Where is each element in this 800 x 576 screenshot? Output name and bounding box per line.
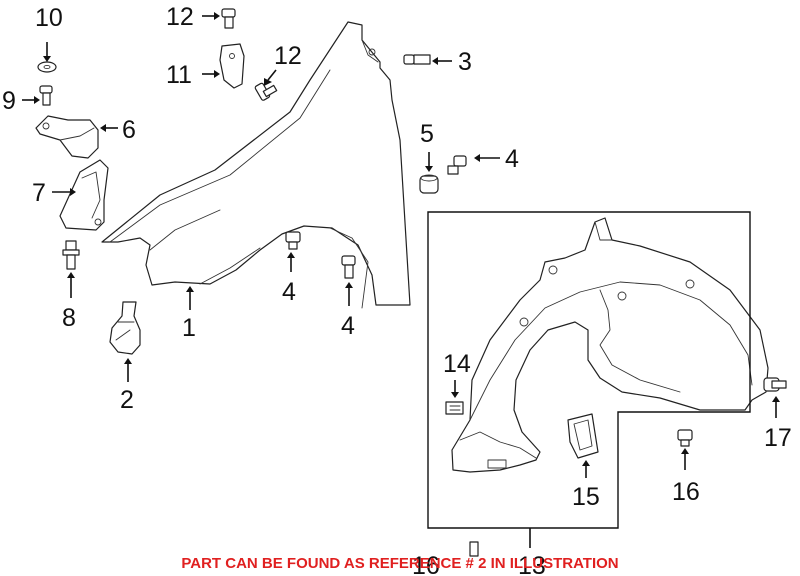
callout-16-bottom: 16 [412,552,440,576]
leader-lines [22,12,780,548]
callout-4-right: 4 [505,145,519,173]
callout-6: 6 [122,116,136,144]
callout-2: 2 [120,386,134,414]
wheelhouse-liner-part[interactable] [451,217,769,473]
bolt-part-16-bottom[interactable] [469,541,479,557]
small-bracket-part[interactable] [219,43,245,89]
callout-15: 15 [572,483,600,511]
callout-16-right: 16 [672,478,700,506]
clip-nut-part[interactable] [445,401,464,415]
callout-11: 11 [166,61,192,89]
reference-note: PART CAN BE FOUND AS REFERENCE # 2 IN IL… [181,555,618,572]
bolt-part-9[interactable] [39,85,53,106]
bolt-part-4-lower[interactable] [341,255,356,279]
bolt-part-12-side[interactable] [254,82,278,101]
callout-14: 14 [443,350,471,378]
upper-bracket-part[interactable] [35,115,99,159]
callout-12-top: 12 [166,3,194,31]
fender-part[interactable] [101,21,411,309]
callout-8: 8 [62,304,76,332]
callout-13: 13 [518,552,546,576]
callout-labels: 10 9 6 7 8 2 1 12 11 12 3 5 4 4 4 14 15 … [2,3,792,576]
callout-9: 9 [2,87,16,115]
bolt-part-3[interactable] [403,54,431,65]
bolt-part-16-right[interactable] [677,429,693,447]
liner-group-box [427,211,751,529]
bolt-part-4-right[interactable] [447,155,467,175]
callout-12-side: 12 [274,42,302,70]
bolt-part-12-top[interactable] [221,8,236,29]
callout-7: 7 [32,179,46,207]
callout-17: 17 [764,424,792,452]
stud-part[interactable] [62,240,80,270]
callout-4-mid: 4 [282,278,296,306]
spacer-part[interactable] [419,174,439,194]
lower-bracket-part[interactable] [59,159,109,231]
callout-3: 3 [458,48,472,76]
callout-1: 1 [182,314,196,342]
callout-10: 10 [35,4,63,32]
bolt-part-4-mid[interactable] [285,231,301,250]
washer-part[interactable] [37,61,57,73]
seal-part[interactable] [109,301,141,355]
gasket-part[interactable] [567,413,599,459]
push-pin-part[interactable] [763,377,787,392]
callout-4-lower: 4 [341,312,355,340]
callout-5: 5 [420,120,434,148]
